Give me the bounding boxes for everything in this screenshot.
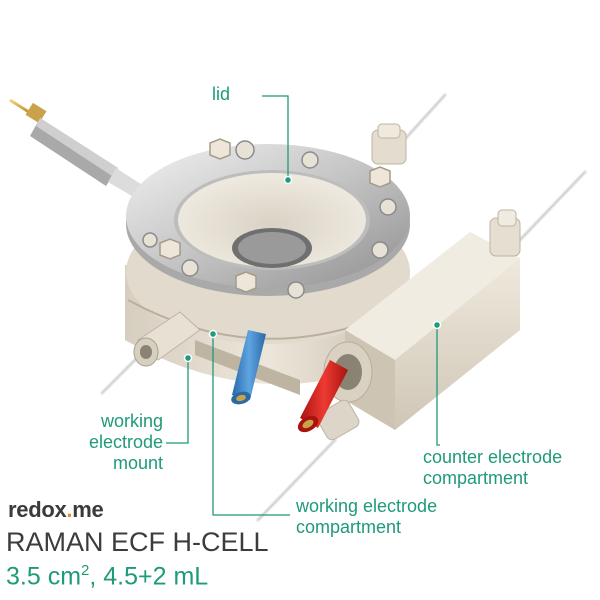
label-working-electrode-compartment: working electrode compartment [296,496,437,538]
top-right-fitting [371,123,407,165]
product-title: RAMAN ECF H-CELL [6,527,269,557]
brand-part2: me [72,497,104,522]
reference-electrode [9,98,150,202]
label-wem-line3: mount [112,453,163,473]
spec-volume: , 4.5+2 mL [89,562,209,591]
metal-lid [126,138,410,299]
left-fitting [133,311,201,367]
label-lid: lid [212,84,231,104]
label-wec-line2: compartment [296,517,402,537]
red-tube [297,360,348,433]
label-wem-line1: working [100,411,163,431]
label-wec-line1: working electrode [296,496,438,516]
brand-dot: . [66,497,73,522]
label-cec-line2: compartment [423,468,529,488]
product-spec: 3.5 cm2, 4.5+2 mL [6,562,208,591]
brand-logo: redox.me [8,497,104,523]
leader-lines [166,95,440,516]
blue-tube [231,330,266,405]
leader-dots [183,175,442,363]
label-wem-line2: electrode [88,432,163,452]
spec-area: 3.5 cm [6,562,82,591]
label-working-electrode-mount: working electrode mount [55,411,163,474]
label-cec-line1: counter electrode [423,447,563,467]
label-counter-electrode-compartment: counter electrode compartment [423,447,562,489]
brand-part1: redox [8,497,67,522]
spec-area-exponent: 2 [81,562,90,579]
